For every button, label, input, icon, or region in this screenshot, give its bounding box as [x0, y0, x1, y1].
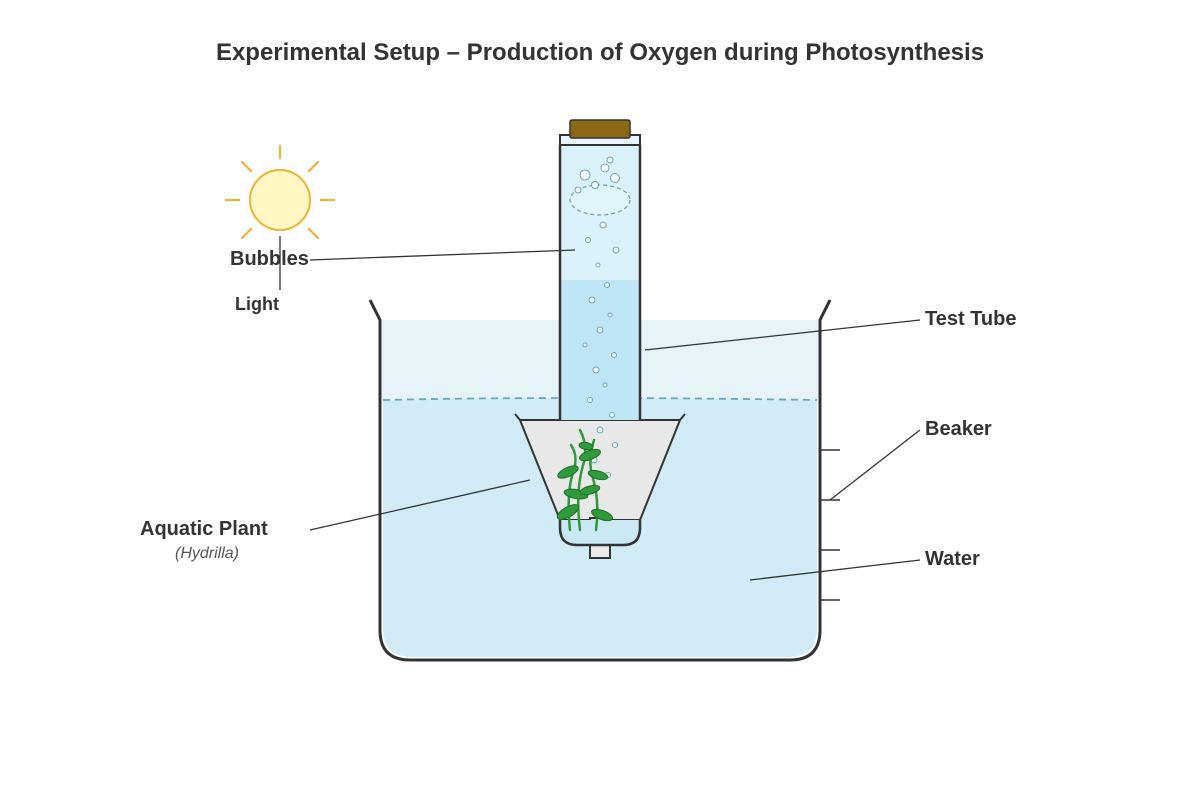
beaker-label: Beaker — [925, 418, 992, 440]
gas-pocket — [569, 184, 631, 216]
diagram-title: Experimental Setup – Production of Oxyge… — [216, 39, 984, 66]
plant-leader-line — [309, 479, 531, 531]
water-label: Water — [925, 548, 980, 570]
bubble-icon — [596, 326, 604, 334]
bubbles-group — [574, 156, 620, 478]
bubble-icon — [599, 221, 607, 229]
bubble-icon — [596, 426, 604, 434]
bubble-icon — [592, 366, 600, 374]
bubble-icon — [607, 312, 613, 318]
bubble-icon — [588, 296, 596, 304]
bubble-icon — [574, 186, 582, 194]
bubble-icon — [604, 282, 610, 288]
bubble-icon — [609, 412, 615, 418]
bubble-icon — [595, 262, 601, 268]
test-tube — [558, 119, 642, 547]
graduation-marks — [820, 449, 840, 601]
test-tube-label: Test Tube — [925, 308, 1016, 330]
beaker-outline — [368, 299, 832, 662]
sun-icon — [224, 144, 336, 240]
bubble-icon — [579, 169, 591, 181]
bubble-icon — [612, 246, 620, 254]
bubbles-label: Bubbles — [230, 248, 309, 270]
plant-icon — [556, 428, 613, 532]
cork-stopper — [569, 119, 631, 139]
funnel — [514, 413, 686, 559]
aquatic-plant-label: Aquatic Plant — [140, 518, 268, 540]
light-label: Light — [235, 294, 279, 314]
tube-water — [561, 280, 639, 420]
bubble-icon — [610, 173, 620, 183]
bubble-icon — [587, 397, 593, 403]
bubble-icon — [602, 382, 608, 388]
bubble-icon — [585, 237, 591, 243]
bubble-icon — [600, 163, 610, 173]
bubble-icon — [591, 181, 599, 189]
plant-species-label: (Hydrilla) — [175, 545, 239, 562]
bubbles-leader-line — [309, 249, 576, 261]
test-tube-leader-line — [644, 319, 921, 351]
water-leader-line — [749, 559, 921, 581]
beaker-leader-line — [829, 429, 921, 501]
bubble-icon — [606, 156, 614, 164]
bubble-icon — [612, 442, 618, 448]
bubble-icon — [611, 352, 617, 358]
bubble-icon — [582, 342, 588, 348]
